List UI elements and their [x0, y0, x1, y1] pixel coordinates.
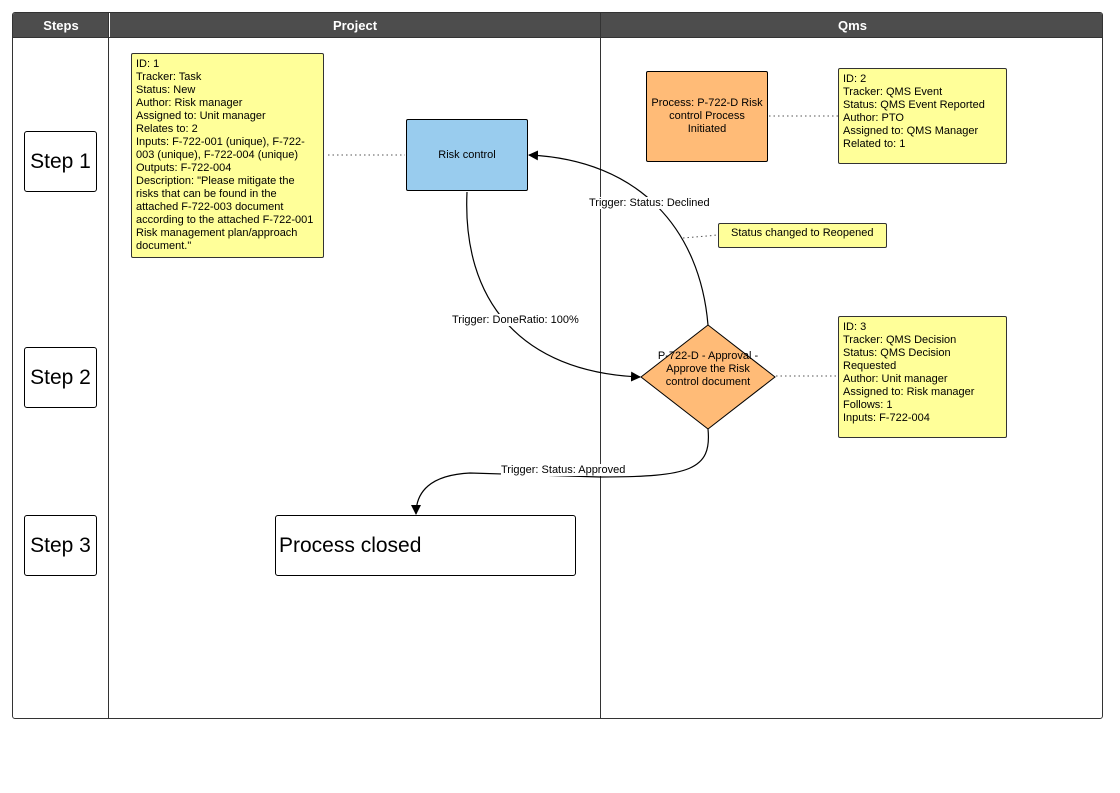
approval-diamond	[640, 324, 776, 430]
note-qms-decision: ID: 3 Tracker: QMS Decision Status: QMS …	[838, 316, 1007, 438]
note-line: Tracker: QMS Decision	[843, 334, 957, 346]
trigger-done-ratio-label: Trigger: DoneRatio: 100%	[452, 314, 579, 326]
step-2: Step 2	[24, 347, 97, 408]
note-qms-event: ID: 2 Tracker: QMS Event Status: QMS Eve…	[838, 68, 1007, 164]
process-initiated-box: Process: P-722-D Risk control Process In…	[646, 71, 768, 162]
lane-header-qms: Qms	[601, 13, 1102, 37]
process-closed-box: Process closed	[275, 515, 576, 576]
note-line: Related to: 1	[843, 138, 906, 150]
arrow-declined	[528, 150, 709, 326]
lane-header-project: Project	[110, 13, 600, 37]
note-line: ID: 2	[843, 73, 867, 85]
note-text: Status changed to Reopened	[731, 227, 874, 239]
step-3: Step 3	[24, 515, 97, 576]
lane-divider-2	[600, 13, 601, 718]
lane-header-steps: Steps	[13, 13, 109, 37]
note-line: ID: 1	[136, 58, 160, 70]
note-line: Description: "Please mitigate the risks …	[136, 175, 317, 252]
note-line: Status: New	[136, 84, 196, 96]
approval-label: P-722-D - Approval - Approve the Risk co…	[657, 350, 759, 388]
note-line: Follows: 1	[843, 399, 893, 411]
note-line: Relates to: 2	[136, 123, 198, 135]
note-task: ID: 1 Tracker: Task Status: New Author: …	[131, 53, 324, 258]
arrow-done-ratio	[466, 191, 641, 382]
note4-link	[682, 234, 719, 239]
step-1: Step 1	[24, 131, 97, 192]
note-line: Status: QMS Event Reported	[843, 99, 985, 111]
trigger-approved-label: Trigger: Status: Approved	[501, 464, 626, 476]
note-line: Assigned to: QMS Manager	[843, 125, 979, 137]
note-line: ID: 3	[843, 321, 867, 333]
note-line: Inputs: F-722-001 (unique), F-722-003 (u…	[136, 136, 305, 161]
lane-divider-1	[108, 13, 109, 718]
note-line: Assigned to: Unit manager	[136, 110, 266, 122]
note-line: Author: Risk manager	[136, 97, 243, 109]
note-line: Assigned to: Risk manager	[843, 386, 975, 398]
note-line: Tracker: QMS Event	[843, 86, 943, 98]
note-line: Inputs: F-722-004	[843, 412, 930, 424]
note-line: Outputs: F-722-004	[136, 162, 232, 174]
header-divider	[13, 37, 1102, 38]
trigger-declined-label: Trigger: Status: Declined	[589, 197, 710, 209]
swimlane-frame: Steps Project Qms	[12, 12, 1103, 719]
note-line: Tracker: Task	[136, 71, 202, 83]
note-line: Author: PTO	[843, 112, 904, 124]
note-line: Author: Unit manager	[843, 373, 948, 385]
note-line: Status: QMS Decision Requested	[843, 347, 954, 372]
note-reopened: Status changed to Reopened	[718, 223, 887, 248]
risk-control-box: Risk control	[406, 119, 528, 191]
arrow-approved	[411, 428, 710, 515]
